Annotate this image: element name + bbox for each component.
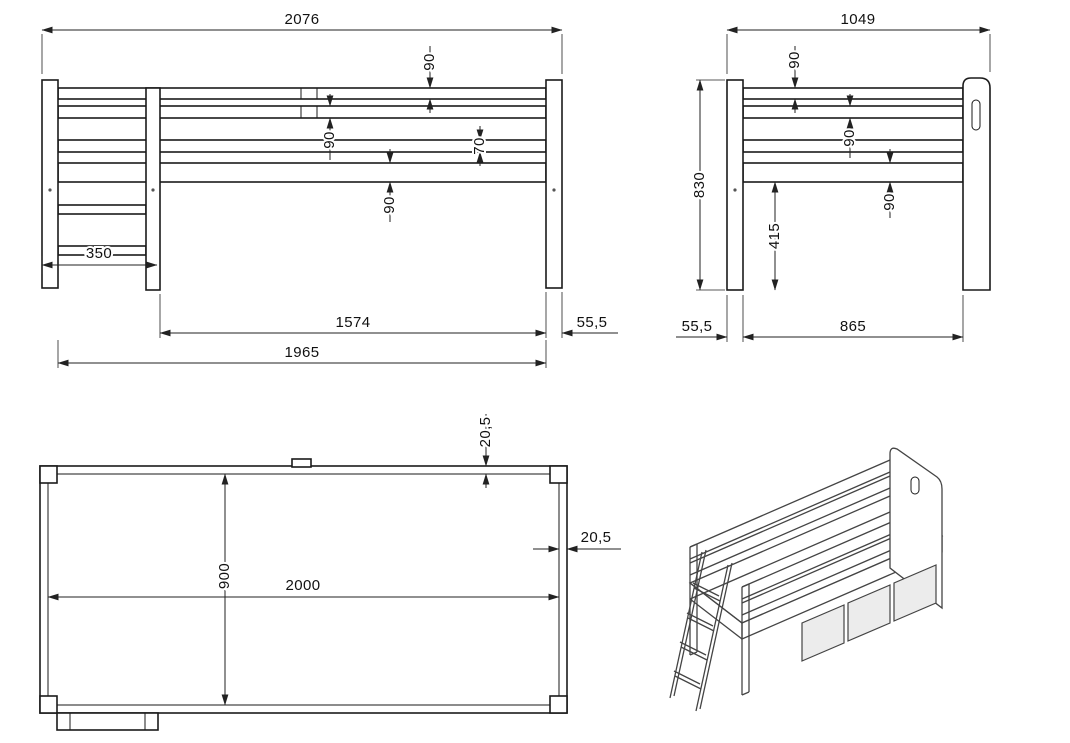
- dim-front-frame-length: 1965: [57, 340, 547, 368]
- iso-posts: [689, 543, 750, 696]
- dim-label-90-side-1: 90: [786, 51, 803, 69]
- dim-label-1049: 1049: [841, 11, 876, 28]
- dim-label-90-side-2: 90: [841, 129, 858, 147]
- dim-label-90-front-2: 90: [321, 131, 338, 149]
- iso-ladder: [669, 549, 733, 712]
- side-view: 1049 830 90 90 90 415: [676, 9, 991, 342]
- plan-view: 20,5 900 2000 20,5: [39, 414, 621, 731]
- drawer-1: [801, 604, 845, 662]
- bed-frame-side: [726, 77, 991, 291]
- dim-plan-thickness-top: 20,5: [475, 414, 496, 488]
- dim-side-rail2: 90: [839, 94, 860, 158]
- dim-label-20-5-side: 20,5: [581, 529, 612, 546]
- front-view: 2076 90 90 70 90 350: [41, 9, 618, 368]
- dim-label-2000: 2000: [286, 577, 321, 594]
- dim-side-clearance: 415: [762, 181, 790, 291]
- dim-label-415: 415: [766, 223, 783, 249]
- bed-frame-plan: [39, 458, 568, 731]
- dim-front-inner-length: 1574: [159, 292, 547, 338]
- dim-side-overall-height: 830: [689, 79, 725, 291]
- dim-side-rail1: 90: [784, 46, 805, 113]
- dim-label-350: 350: [86, 245, 112, 262]
- center-bracket: [291, 458, 312, 468]
- dim-plan-inner-length: 2000: [47, 575, 560, 601]
- dim-label-70-front: 70: [471, 137, 488, 155]
- dim-plan-thickness-side: 20,5: [533, 527, 621, 553]
- dim-front-rail2: 90: [319, 94, 340, 160]
- dim-front-overall-width: 2076: [41, 9, 563, 74]
- dim-label-1965: 1965: [285, 344, 320, 361]
- dim-label-830: 830: [691, 172, 708, 198]
- drawer-3: [893, 564, 937, 622]
- dim-label-20-5-top: 20,5: [477, 417, 494, 448]
- dim-front-base-rail: 90: [379, 149, 400, 222]
- drawer-2: [847, 584, 891, 642]
- dim-side-overall-length: 1049: [726, 9, 991, 74]
- dim-front-ladder-width: 350: [41, 243, 158, 274]
- bed-frame-front: [41, 79, 563, 291]
- dim-side-post-width: 55,5: [676, 295, 728, 342]
- dim-label-900: 900: [216, 563, 233, 589]
- dim-label-1574: 1574: [336, 314, 371, 331]
- dim-label-2076: 2076: [285, 11, 320, 28]
- dim-front-rail3: 70: [469, 126, 490, 166]
- dim-label-90-front-3: 90: [381, 196, 398, 214]
- iso-drawers: [801, 564, 937, 662]
- dim-label-55-5-side: 55,5: [682, 318, 713, 335]
- dim-front-rail1: 90: [419, 46, 440, 113]
- dim-label-865: 865: [840, 318, 866, 335]
- isometric-view: [669, 447, 944, 712]
- dim-side-base-rail: 90: [879, 149, 900, 218]
- dim-label-90-side-3: 90: [881, 193, 898, 211]
- ladder-plan: [56, 712, 159, 731]
- dim-label-90-front-1: 90: [421, 53, 438, 71]
- headboard-handle-slot: [971, 99, 981, 131]
- dim-label-55-5-front: 55,5: [577, 314, 608, 331]
- dim-side-inner-depth: 865: [742, 295, 964, 342]
- headboard-panel: [962, 77, 991, 291]
- dim-plan-inner-width: 900: [214, 473, 235, 706]
- iso-headboard-slot: [910, 476, 920, 495]
- dim-front-post-width: 55,5: [561, 292, 618, 338]
